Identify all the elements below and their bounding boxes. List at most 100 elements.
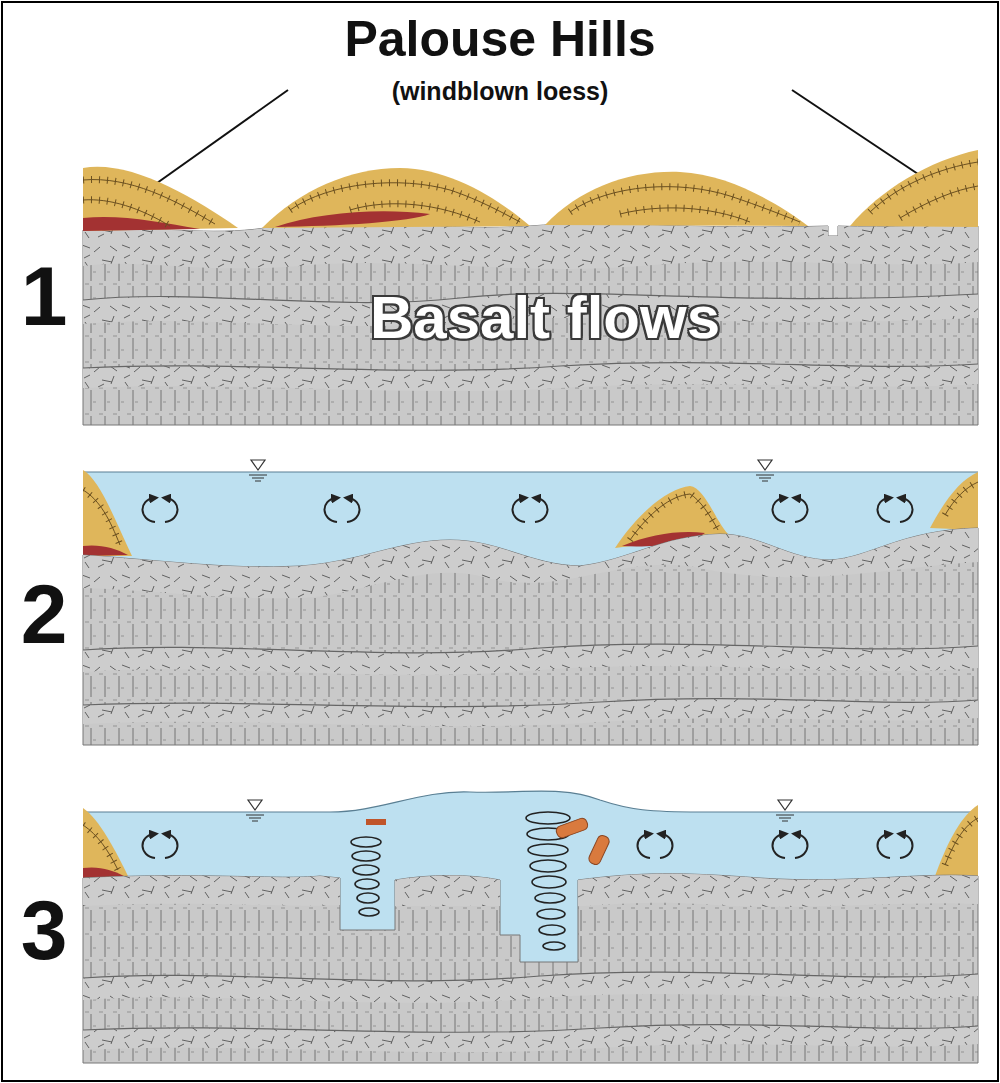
crack-band [83, 363, 978, 392]
paleosol [275, 211, 430, 227]
crack-band [83, 644, 978, 675]
basalt-body [83, 874, 978, 1063]
basalt-block [366, 817, 611, 866]
eddy-arrows [877, 834, 912, 858]
loess-bedding [620, 208, 750, 222]
loess-bedding [945, 818, 978, 865]
water-level-symbol [246, 800, 264, 821]
crack-band [83, 972, 978, 1003]
water-level-symbol [246, 800, 794, 821]
flow-contact [83, 363, 978, 371]
eddy-arrows [324, 498, 359, 522]
loess-bedding [83, 490, 120, 545]
loess-hill [83, 167, 238, 231]
vortex-spiral [528, 844, 568, 856]
title-label: Palouse Hills [344, 12, 655, 67]
panel-number: 3 [21, 884, 68, 976]
panel-three [83, 791, 978, 1063]
panel-two [83, 460, 978, 745]
panel-number: 2 [21, 568, 68, 660]
basalt-block [587, 834, 611, 866]
basalt-block [555, 817, 589, 839]
vortex-spiral [535, 893, 565, 903]
panel-one [83, 150, 978, 425]
eddy-arrows [142, 834, 177, 858]
eddy-arrows [512, 498, 547, 522]
water-level-symbol [776, 800, 794, 821]
water-level-symbol [756, 460, 774, 481]
loess-bedding [83, 180, 215, 224]
vortex-spiral [532, 876, 566, 888]
water-surface [83, 471, 978, 472]
water-level-symbol [249, 460, 267, 481]
loess-hill [935, 805, 978, 876]
flow-contact [83, 972, 978, 981]
water-surface [83, 791, 978, 812]
loess-bedding [83, 180, 215, 224]
eddy-arrows [637, 834, 672, 858]
panel-number: 1 [21, 250, 68, 342]
crack-band [395, 876, 500, 907]
loess-bedding [83, 490, 120, 545]
loess-hill [83, 808, 128, 878]
basalt-body [83, 223, 978, 425]
rock-label: Basalt flows [370, 285, 720, 351]
vortex-spiral [352, 851, 380, 861]
loess-bedding [900, 186, 978, 218]
loess-bedding [83, 200, 170, 226]
vortex-spiral [353, 865, 379, 875]
vortex-spiral [357, 893, 379, 903]
loess-bedding [570, 187, 800, 222]
vortex-spiral [355, 879, 379, 889]
leader-line [150, 90, 945, 192]
loess-bedding [350, 204, 480, 222]
basalt-block [366, 819, 386, 825]
loess-bedding [945, 482, 978, 515]
crack-band [83, 876, 340, 906]
flow-contact [83, 1025, 978, 1033]
loess-bedding [290, 183, 520, 222]
vortex-spiral [359, 908, 379, 916]
loess-bedding [620, 208, 750, 222]
loess-bedding [290, 183, 520, 222]
flow-contact [83, 644, 978, 653]
paleosol [83, 217, 200, 231]
vortex-spiral [526, 812, 570, 824]
crack-band [83, 528, 978, 598]
crack-band [83, 1025, 978, 1053]
eddy-arrows [142, 498, 177, 522]
loess-bedding [83, 162, 978, 870]
water-level-symbol [249, 460, 774, 481]
loess-hill [850, 150, 978, 227]
loess-bedding [350, 204, 480, 222]
crack-band [83, 699, 978, 727]
loess-hill [930, 472, 978, 530]
loess-bedding [83, 825, 118, 870]
loess-bedding [945, 482, 978, 515]
flow-contact [83, 699, 978, 707]
leader-line [150, 90, 288, 188]
basalt-body [83, 528, 978, 745]
vortex-spiral [539, 925, 565, 935]
loess-bedding [83, 200, 170, 226]
loess-bedding [83, 825, 118, 870]
paleosol [83, 545, 128, 556]
loess-bedding [900, 186, 978, 218]
loess-bedding [570, 187, 800, 222]
vortex-spiral [543, 942, 565, 950]
eddy-arrows [877, 498, 912, 522]
crack-band [578, 874, 978, 907]
vortex-spiral [351, 837, 381, 847]
eddy-arrows [772, 498, 807, 522]
subtitle-label: (windblown loess) [392, 78, 609, 106]
loess-bedding [630, 494, 718, 540]
crack-band [83, 223, 978, 268]
loess-hill [262, 168, 530, 228]
loess-bedding [945, 818, 978, 865]
loess-hill [545, 172, 808, 226]
loess-bedding [630, 494, 718, 540]
vortex-spiral [530, 860, 566, 872]
